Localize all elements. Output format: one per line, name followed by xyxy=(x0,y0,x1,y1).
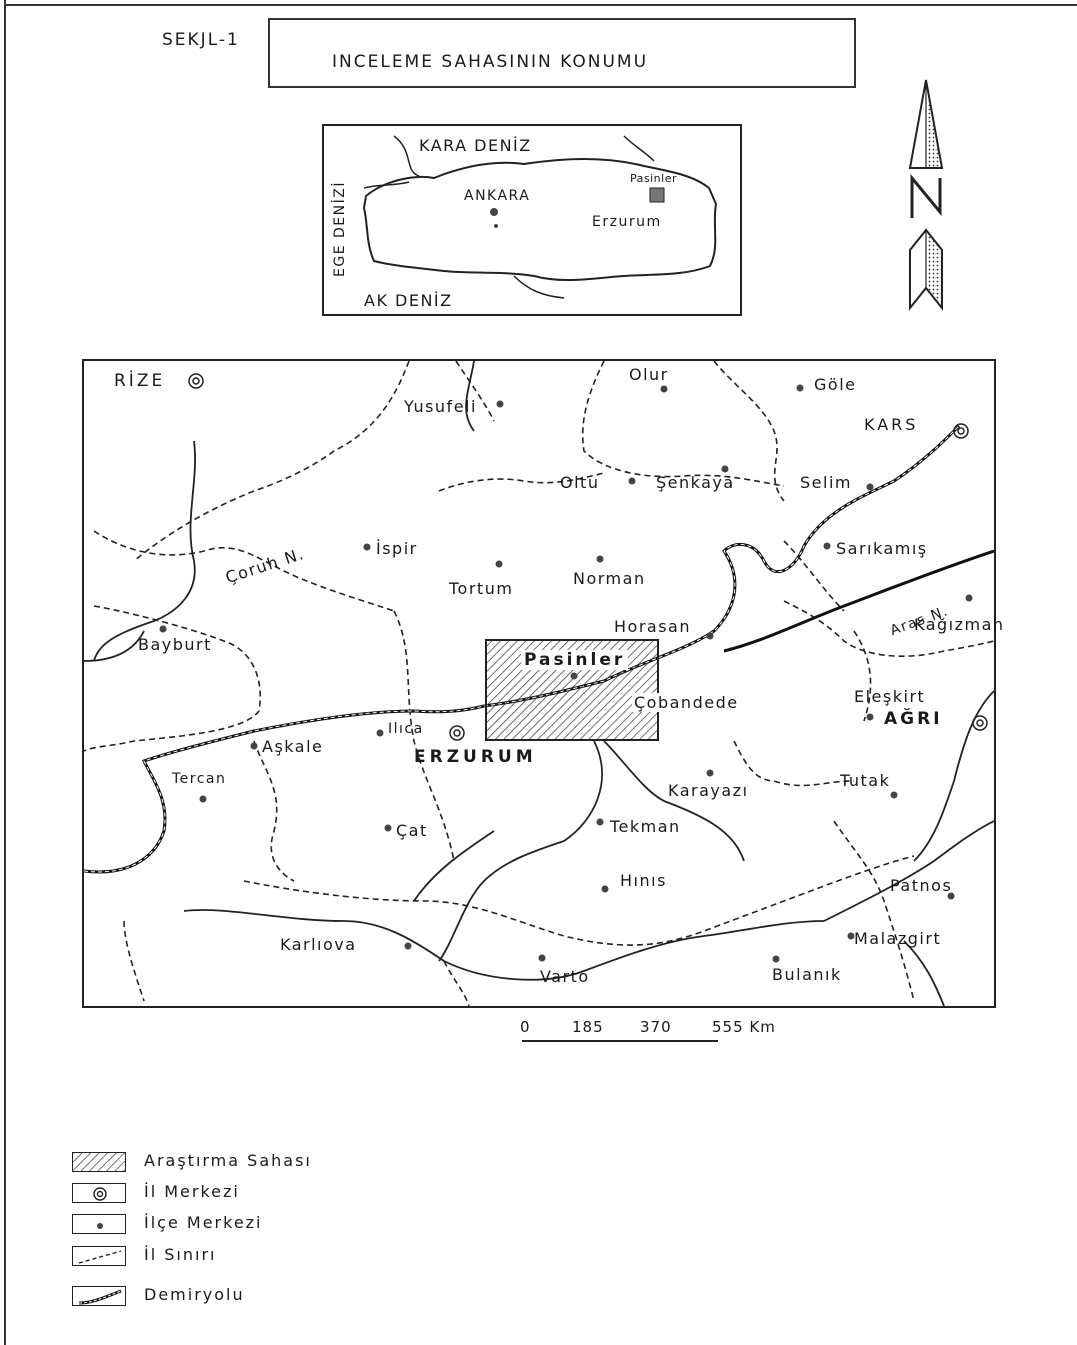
map-label-karliova: Karlıova xyxy=(280,935,357,954)
inset-label-ankara: ANKARA xyxy=(464,188,531,204)
hatch-swatch-icon xyxy=(72,1152,126,1172)
main-map: RİZE Yusufeli Olur Göle KARS Oltu Şenkay… xyxy=(82,359,1003,1008)
map-label-eleskirt: Eleşkirt xyxy=(854,687,926,706)
map-label-tutak: Tutak xyxy=(840,771,891,790)
map-label-kars: KARS xyxy=(864,415,919,434)
map-label-rize: RİZE xyxy=(114,371,166,391)
railway-line-icon xyxy=(72,1286,126,1306)
map-label-ilica: Ilıca xyxy=(388,721,424,737)
map-label-bulanik: Bulanık xyxy=(772,965,842,984)
scale-tick-370: 370 xyxy=(640,1018,672,1036)
scale-tick-555: 555 Km xyxy=(712,1018,776,1036)
map-label-varto: Varto xyxy=(540,967,590,986)
figure-number: SEKJL-1 xyxy=(162,30,240,50)
map-label-tekman: Tekman xyxy=(610,817,681,836)
inset-label-ak-deniz: AK DENİZ xyxy=(364,291,453,310)
title-box xyxy=(268,18,856,88)
page-edge-top xyxy=(4,4,1077,6)
inset-label-pasinler: Pasinler xyxy=(630,172,677,185)
turkey-outline xyxy=(362,135,718,299)
map-label-cobandede: Çobandede xyxy=(632,693,741,712)
double-circle-icon xyxy=(72,1183,126,1203)
map-label-ispir: İspir xyxy=(376,539,418,558)
map-label-senkaya: Şenkaya xyxy=(656,473,735,492)
map-label-norman: Norman xyxy=(573,569,646,588)
map-label-malazgirt: Malazgirt xyxy=(854,929,942,948)
map-label-tercan: Tercan xyxy=(172,771,227,787)
map-linework xyxy=(84,361,994,1006)
inset-map: KARA DENİZ AK DENİZ EGE DENİZİ ANKARA Er… xyxy=(322,124,742,316)
map-label-hinis: Hınıs xyxy=(620,871,667,890)
map-label-horasan: Horasan xyxy=(614,617,691,636)
inset-label-ege-denizi: EGE DENİZİ xyxy=(331,181,348,277)
legend-label: Demiryolu xyxy=(144,1285,245,1304)
map-label-askale: Aşkale xyxy=(262,737,324,756)
dashed-line-icon xyxy=(72,1246,126,1266)
figure-title: INCELEME SAHASININ KONUMU xyxy=(332,52,649,72)
map-label-tortum: Tortum xyxy=(449,579,514,598)
map-label-agri: AĞRI xyxy=(884,709,943,729)
scale-tick-185: 185 xyxy=(572,1018,604,1036)
study-area xyxy=(485,639,659,741)
legend-label: İlçe Merkezi xyxy=(144,1213,263,1232)
map-label-yusufeli: Yusufeli xyxy=(404,397,477,416)
legend-label: Araştırma Sahası xyxy=(144,1151,312,1170)
legend-label: İl Sınırı xyxy=(144,1245,217,1264)
inset-label-erzurum: Erzurum xyxy=(592,214,662,230)
map-label-patnos: Patnos xyxy=(890,876,953,895)
scale-tick-0: 0 xyxy=(520,1018,531,1036)
map-label-gole: Göle xyxy=(814,375,857,394)
inset-label-kara-deniz: KARA DENİZ xyxy=(419,136,532,155)
legend-label: İl Merkezi xyxy=(144,1182,240,1201)
map-label-erzurum: ERZURUM xyxy=(414,747,537,767)
dot-icon xyxy=(72,1214,126,1234)
scale-bar: 0 185 370 555 Km xyxy=(518,1018,818,1048)
map-label-bayburt: Bayburt xyxy=(138,635,212,654)
map-label-oltu: Oltu xyxy=(560,473,600,492)
map-label-selim: Selim xyxy=(800,473,852,492)
map-label-sarikamis: Sarıkamış xyxy=(836,539,928,558)
map-label-kagizman: Kağızman xyxy=(914,615,1005,634)
map-label-cat: Çat xyxy=(396,821,428,840)
map-label-pasinler: Pasinler xyxy=(521,650,629,670)
page-edge-left xyxy=(4,0,6,1345)
map-label-olur: Olur xyxy=(629,365,669,384)
map-label-karayazi: Karayazı xyxy=(668,781,749,800)
